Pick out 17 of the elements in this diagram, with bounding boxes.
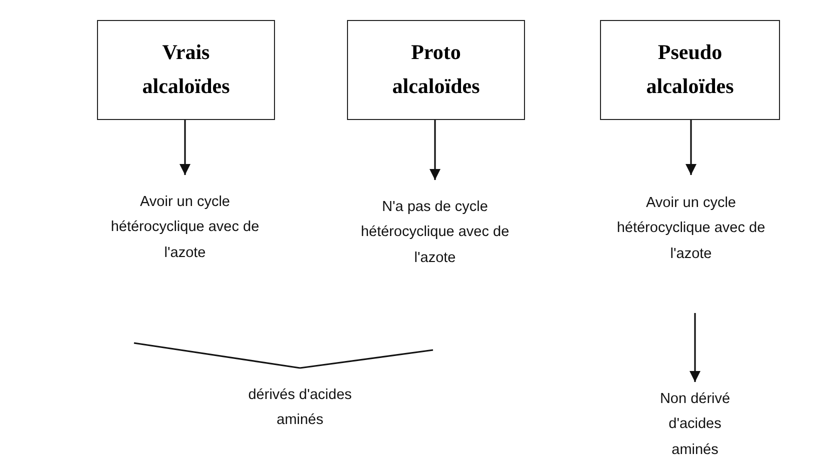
category-box [97,20,275,120]
connector-line [134,342,300,369]
category-title: Proto alcaloïdes [391,39,481,100]
category-title: Pseudo alcaloïdes [645,39,735,100]
arrow [685,120,697,175]
category-box [347,20,525,120]
description-text: Avoir un cycle hétérocyclique avec de l'azote [612,183,770,275]
description-text: Avoir un cycle hétérocyclique avec de l'azote [100,183,270,273]
connector-line [300,349,434,369]
category-title: Vrais alcaloïdes [141,39,231,100]
description-text: dérivés d'acides aminés [235,364,365,442]
arrow [179,120,191,175]
description-text: Non dérivé d'acides aminés [650,382,740,468]
category-box [600,20,780,120]
arrow [429,120,441,180]
arrow [689,313,701,382]
description-text: N'a pas de cycle hétérocyclique avec de l'azote [345,188,525,278]
